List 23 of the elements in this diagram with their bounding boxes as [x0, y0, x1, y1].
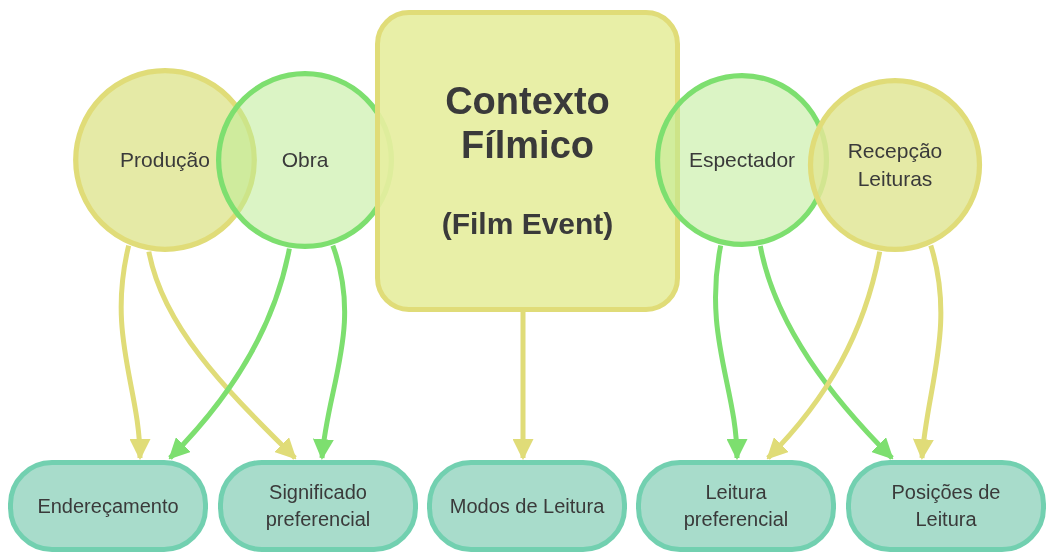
arrow	[512, 312, 534, 461]
concept-circle	[807, 77, 983, 253]
subtitle-text: (Film Event)	[440, 207, 615, 242]
arrow	[313, 244, 347, 461]
arrow	[713, 245, 747, 461]
node-label: Modos de Leitura	[448, 493, 606, 519]
node-label: Obra	[280, 146, 330, 173]
node-label: Produção	[119, 146, 211, 173]
arrow	[766, 251, 883, 460]
arrow	[757, 245, 894, 460]
node-label: Endereçamento	[36, 493, 180, 519]
node-label: Recepção Leituras	[846, 137, 944, 192]
context-box	[375, 10, 680, 312]
node-label: Significado preferencial	[264, 480, 372, 532]
arrow	[168, 248, 292, 460]
node-label: Espectador	[687, 146, 797, 173]
node-label: Leitura preferencial	[682, 480, 790, 532]
arrow	[118, 245, 150, 461]
arrow	[146, 251, 297, 460]
node-label: Posições de Leitura	[891, 480, 1001, 532]
title-text: Contexto Fílmico	[444, 80, 611, 168]
concept-circle	[72, 67, 258, 253]
arrow	[913, 244, 944, 461]
